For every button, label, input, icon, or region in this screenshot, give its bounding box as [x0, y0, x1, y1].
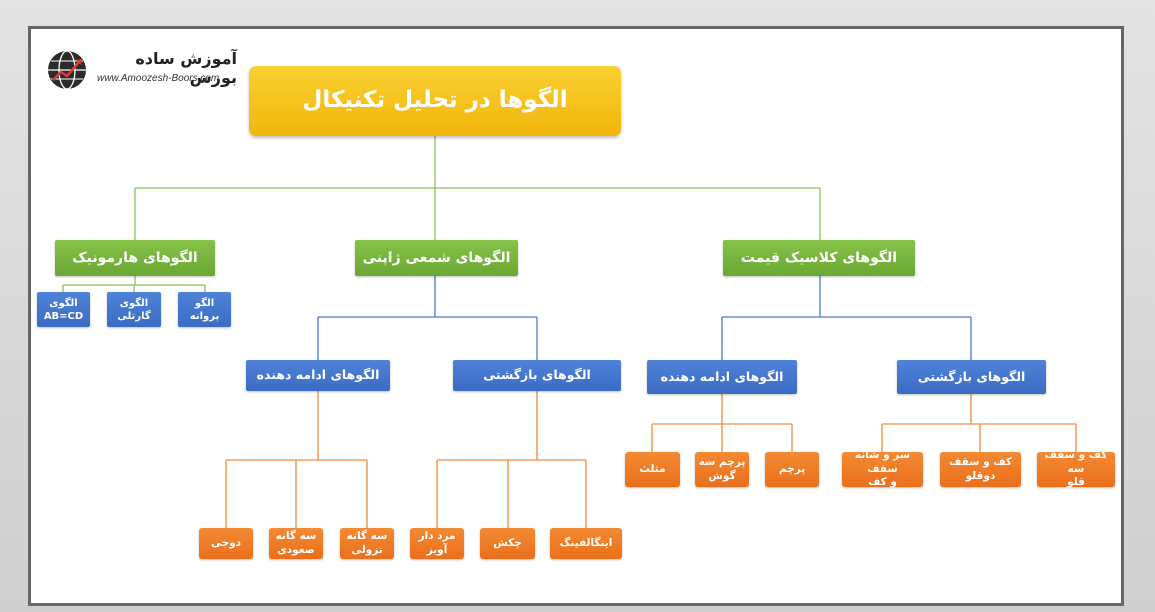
pattern-hanging-man: مرد دار آویز	[410, 528, 464, 559]
candlestick-continuation-node: الگوهای ادامه دهنده	[246, 360, 390, 391]
candlestick-reversal-node: الگوهای بازگشتی	[453, 360, 621, 391]
pattern-rising-three: سه گانه صعودی	[269, 528, 323, 559]
pattern-connectors	[225, 391, 1077, 528]
harmonic-item-abcd: الگوی AB=CD	[37, 292, 90, 327]
root-connectors	[62, 136, 821, 292]
category-connectors	[317, 276, 972, 360]
pattern-doji: دوجی	[199, 528, 253, 559]
logo-url: www.Amoozesh-Boors.com	[97, 73, 220, 84]
harmonic-item-butterfly: الگو پروانه	[178, 292, 231, 327]
pattern-hammer: چکش	[480, 528, 535, 559]
candlestick-patterns-node: الگوهای شمعی ژاپنی	[355, 240, 518, 276]
root-node: الگوها در تحلیل تکنیکال	[249, 66, 621, 136]
logo-title: آموزش ساده بورس	[135, 49, 237, 87]
classic-patterns-node: الگوهای کلاسیک قیمت	[723, 240, 915, 276]
pattern-flag: پرچم	[765, 452, 819, 487]
pattern-engulfing: اینگالفینگ	[550, 528, 622, 559]
pattern-triple-top-bottom: کف و سقف سه قلو	[1037, 449, 1115, 488]
globe-chart-icon	[48, 50, 86, 90]
pattern-double-top-bottom: کف و سقف دوقلو	[940, 452, 1021, 487]
pattern-triangle: مثلث	[625, 452, 680, 487]
pattern-pennant: پرچم سه گوش	[695, 452, 749, 487]
pattern-head-and-shoulders: سر و شانه سقف و کف	[842, 449, 923, 488]
classic-reversal-node: الگوهای بازگشتی	[897, 360, 1046, 394]
brand-logo: آموزش ساده بورس www.Amoozesh-Boors.com	[47, 47, 237, 93]
pattern-falling-three: سه گانه نزولی	[340, 528, 394, 559]
harmonic-item-gartley: الگوی گارتلی	[107, 292, 161, 327]
harmonic-patterns-node: الگوهای هارمونیک	[55, 240, 215, 276]
classic-continuation-node: الگوهای ادامه دهنده	[647, 360, 797, 394]
